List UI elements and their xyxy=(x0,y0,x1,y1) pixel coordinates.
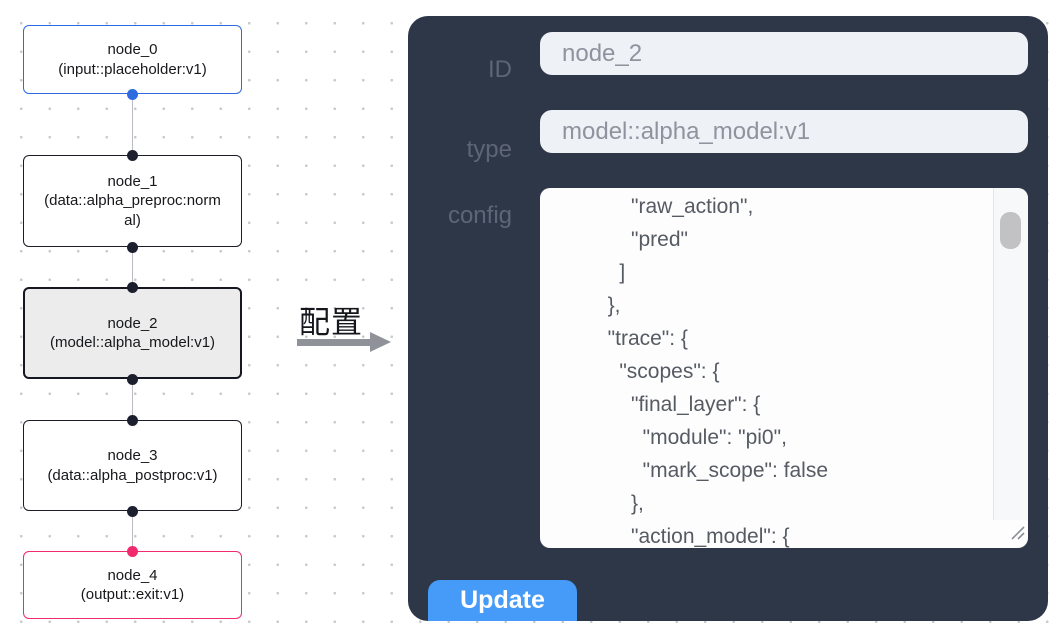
port-node1-in[interactable] xyxy=(127,149,138,161)
node-subtitle: (input::placeholder:v1) xyxy=(58,60,207,78)
port-node1-out[interactable] xyxy=(127,241,138,253)
graph-node-node_0[interactable]: node_0 (input::placeholder:v1) xyxy=(23,25,242,94)
right-arrow-head-icon xyxy=(370,332,391,352)
edge-node1-node2 xyxy=(131,247,133,287)
graph-node-node_3[interactable]: node_3 (data::alpha_postproc:v1) xyxy=(23,420,242,511)
id-input[interactable]: node_2 xyxy=(540,32,1028,75)
port-node0-out[interactable] xyxy=(127,88,138,100)
port-node2-in[interactable] xyxy=(127,281,138,293)
graph-node-node_1[interactable]: node_1 (data::alpha_preproc:normal) xyxy=(23,155,242,247)
graph-node-node_2[interactable]: node_2 (model::alpha_model:v1) xyxy=(23,287,242,379)
right-arrow-icon xyxy=(297,339,371,346)
node-subtitle: (data::alpha_postproc:v1) xyxy=(47,466,218,484)
edge-node3-node4 xyxy=(131,511,133,551)
node-title: node_1 xyxy=(107,172,158,190)
port-node3-in[interactable] xyxy=(127,414,138,426)
port-node3-out[interactable] xyxy=(127,505,138,517)
graph-node-node_4[interactable]: node_4 (output::exit:v1) xyxy=(23,551,242,619)
node-config-panel: ID node_2 type model::alpha_model:v1 con… xyxy=(408,16,1048,621)
port-node2-out[interactable] xyxy=(127,373,138,385)
update-button[interactable]: Update xyxy=(428,580,577,621)
config-scrollbar-thumb[interactable] xyxy=(1000,212,1021,249)
node-subtitle: (data::alpha_preproc:normal) xyxy=(44,192,221,229)
type-field-label: type xyxy=(466,136,512,163)
config-field-label: config xyxy=(447,202,512,229)
config-textarea[interactable]: "raw_action", "pred" ] }, "trace": { "sc… xyxy=(540,188,1028,548)
node-title: node_3 xyxy=(107,447,158,464)
config-json-text: "raw_action", "pred" ] }, "trace": { "sc… xyxy=(607,195,828,548)
node-title: node_4 xyxy=(107,566,158,584)
port-node4-in[interactable] xyxy=(127,545,138,557)
node-subtitle: (model::alpha_model:v1) xyxy=(49,334,216,351)
id-field-label: ID xyxy=(488,56,512,83)
node-title: node_2 xyxy=(107,314,158,332)
edge-node2-node3 xyxy=(131,379,133,420)
type-input[interactable]: model::alpha_model:v1 xyxy=(540,110,1028,153)
configure-arrow-label: 配置 xyxy=(299,305,363,340)
node-subtitle: (output::exit:v1) xyxy=(80,586,185,603)
node-title: node_0 xyxy=(107,41,158,58)
edge-node0-node1 xyxy=(131,94,133,155)
resize-handle-icon[interactable] xyxy=(1008,523,1025,545)
config-scrollbar-track[interactable] xyxy=(993,188,1028,520)
